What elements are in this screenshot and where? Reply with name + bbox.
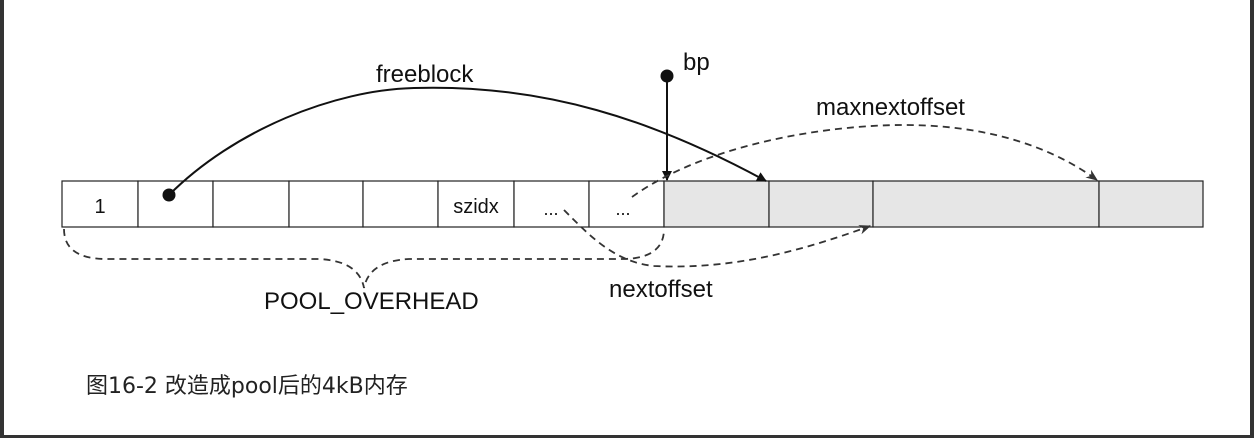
maxnextoffset-arrow (631, 124, 1098, 198)
block-1 (663, 180, 770, 228)
header-cell-1 (61, 180, 139, 228)
cell-text-ellipsis-2: ... (615, 199, 630, 219)
header-cell-4 (288, 180, 364, 228)
figure-caption: 图16-2 改造成pool后的4kB内存 (86, 374, 408, 399)
bp-label: bp (683, 49, 710, 76)
maxnextoffset-label: maxnextoffset (816, 94, 965, 121)
pool-memory-diagram: 1 szidx ... ... freeblock bp maxnextoffs… (61, 49, 1204, 315)
nextoffset-label: nextoffset (609, 276, 713, 303)
cell-text-szidx: szidx (453, 196, 499, 218)
block-2 (768, 180, 874, 228)
header-cell-5 (362, 180, 439, 228)
header-cell-3 (212, 180, 290, 228)
freeblock-arrow (168, 86, 767, 196)
nextoffset-arrow (563, 209, 872, 268)
block-3 (872, 180, 1100, 228)
header-cell-7 (513, 180, 590, 228)
pool-overhead-label: POOL_OVERHEAD (264, 288, 479, 315)
pool-overhead-brace (63, 228, 665, 289)
header-cell-szidx (437, 180, 515, 228)
block-4 (1098, 180, 1204, 228)
cell-text-1: 1 (94, 196, 105, 218)
cell-text-ellipsis-1: ... (543, 199, 558, 219)
freeblock-label: freeblock (376, 61, 474, 88)
header-cell-8 (588, 180, 665, 228)
